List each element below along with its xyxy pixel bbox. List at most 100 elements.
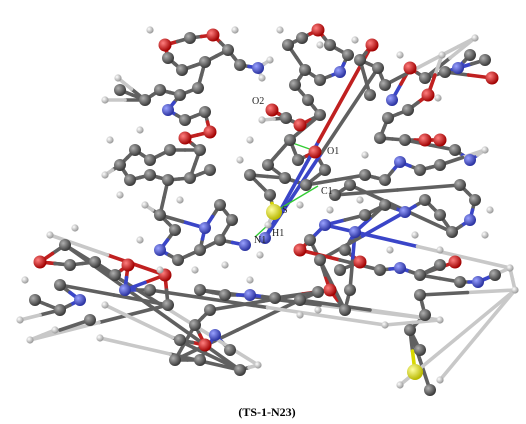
- hydrogen-atom-174: [16, 316, 24, 324]
- carbon-atom-46: [296, 32, 308, 44]
- carbon-atom-6: [162, 52, 174, 64]
- carbon-atom-67: [244, 169, 256, 181]
- oxygen-atom-47: [311, 23, 325, 37]
- carbon-atom-170: [54, 279, 66, 291]
- bond-80-0: [263, 151, 324, 240]
- carbon-atom-88: [402, 104, 414, 116]
- carbon-atom-136: [404, 324, 416, 336]
- hydrogen-atom-194: [486, 206, 494, 214]
- nitrogen-atom-125: [394, 262, 406, 274]
- oxygen-atom-115: [353, 255, 367, 269]
- carbon-atom-151: [189, 319, 201, 331]
- oxygen-atom-93: [433, 133, 447, 147]
- bond-142-1: [418, 290, 470, 297]
- hydrogen-atom-211: [136, 236, 144, 244]
- nitrogen-atom-77: [386, 94, 398, 106]
- bond-185-0: [97, 303, 170, 325]
- hydrogen-atom-9: [266, 56, 274, 64]
- carbon-atom-38: [194, 244, 206, 256]
- oxygen-atom-22: [178, 131, 192, 145]
- hydrogen-atom-179: [101, 301, 109, 309]
- hydrogen-atom-183: [146, 26, 154, 34]
- carbon-atom-25: [144, 154, 156, 166]
- hydrogen-atom-141: [436, 376, 444, 384]
- oxygen-atom-92: [418, 133, 432, 147]
- carbon-atom-162: [64, 259, 76, 271]
- nitrogen-atom-110: [399, 206, 411, 218]
- hydrogen-atom-203: [156, 266, 164, 274]
- figure-caption: (TS-1-N23): [238, 405, 295, 419]
- carbon-atom-134: [414, 289, 426, 301]
- carbon-atom-34: [154, 209, 166, 221]
- oxygen-atom-119: [323, 283, 337, 297]
- oxygen-atom-84: [485, 71, 499, 85]
- hydrogen-atom-207: [316, 41, 324, 49]
- bond-171-0: [63, 243, 155, 310]
- carbon-atom-53: [289, 79, 301, 91]
- carbon-atom-102: [344, 179, 356, 191]
- hydrogen-atom-185: [276, 26, 284, 34]
- bond-113-1: [348, 183, 403, 211]
- carbon-atom-121: [304, 234, 316, 246]
- nitrogen-atom-18: [162, 104, 174, 116]
- hydrogen-atom-196: [436, 246, 444, 254]
- oxygen-atom-78: [403, 61, 417, 75]
- bond-80-1: [319, 66, 380, 155]
- hydrogen-atom-197: [246, 276, 254, 284]
- carbon-atom-82: [464, 49, 476, 61]
- carbon-atom-29: [124, 174, 136, 186]
- carbon-atom-163: [89, 256, 101, 268]
- carbon-atom-32: [184, 172, 196, 184]
- carbon-atom-116: [334, 264, 346, 276]
- carbon-atom-173: [29, 294, 41, 306]
- carbon-atom-126: [414, 269, 426, 281]
- carbon-atom-33: [204, 164, 216, 176]
- atom-label-s: S: [282, 205, 288, 216]
- carbon-atom-24: [164, 144, 176, 156]
- bond-150-0: [383, 320, 415, 327]
- hydrogen-atom-198: [296, 311, 304, 319]
- hydrogen-atom-159: [254, 361, 262, 369]
- nitrogen-atom-130: [472, 276, 484, 288]
- hydrogen-atom-202: [106, 136, 114, 144]
- bond-171-1: [150, 305, 242, 372]
- carbon-atom-90: [374, 132, 386, 144]
- hydrogen-atom-143: [436, 316, 444, 324]
- carbon-atom-100: [379, 174, 391, 186]
- carbon-atom-20: [199, 106, 211, 118]
- carbon-atom-131: [489, 269, 501, 281]
- carbon-atom-55: [314, 109, 326, 121]
- nitrogen-atom-166: [119, 284, 131, 296]
- carbon-atom-94: [449, 144, 461, 156]
- carbon-atom-172: [54, 304, 66, 316]
- bond-142-0: [465, 288, 517, 295]
- carbon-atom-11: [192, 82, 204, 94]
- carbon-atom-66: [262, 159, 274, 171]
- oxygen-atom-165: [121, 258, 135, 272]
- carbon-atom-135: [419, 309, 431, 321]
- carbon-atom-74: [372, 62, 384, 74]
- carbon-atom-169: [162, 299, 174, 311]
- hydrogen-atom-204: [191, 266, 199, 274]
- nitrogen-atom-39: [199, 222, 211, 234]
- bond-148-1: [398, 335, 460, 387]
- bond-140-0: [323, 223, 420, 249]
- carbon-atom-149: [312, 286, 324, 298]
- carbon-atom-61: [292, 154, 304, 166]
- carbon-atom-164: [109, 269, 121, 281]
- hydrogen-atom-187: [246, 136, 254, 144]
- nitrogen-atom-71: [259, 232, 271, 244]
- hydrogen-atom-132: [506, 264, 514, 272]
- hydrogen-atom-195: [481, 231, 489, 239]
- nitrogen-atom-43: [239, 239, 251, 251]
- oxygen-atom-152: [198, 338, 212, 352]
- carbon-atom-76: [364, 89, 376, 101]
- carbon-atom-139: [424, 384, 436, 396]
- carbon-atom-129: [454, 276, 466, 288]
- oxygen-atom-72: [365, 38, 379, 52]
- carbon-atom-42: [214, 199, 226, 211]
- sulfur-atom-69: [266, 204, 282, 220]
- hydrogen-atom-178: [96, 334, 104, 342]
- carbon-atom-60: [284, 134, 296, 146]
- nitrogen-atom-99: [394, 156, 406, 168]
